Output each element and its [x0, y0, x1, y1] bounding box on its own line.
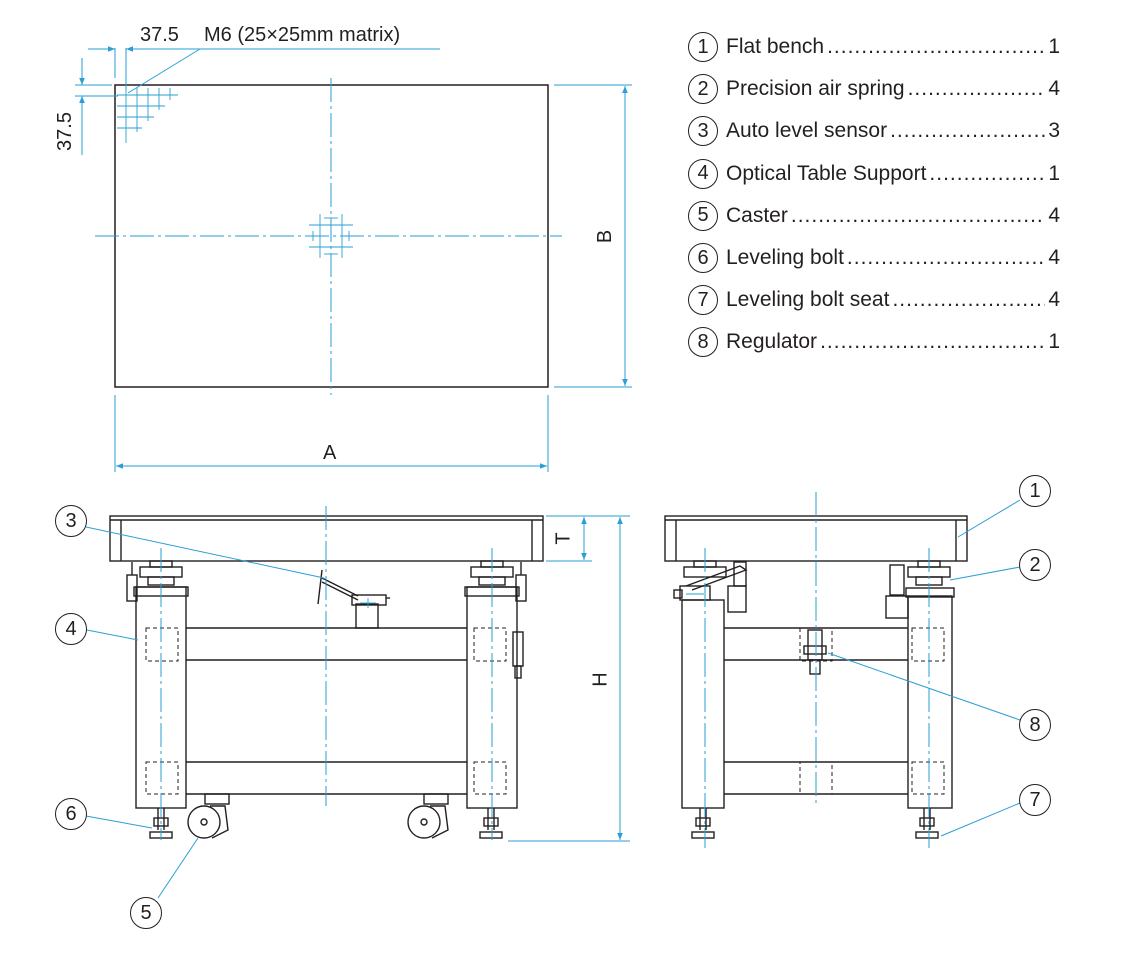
front-leaders — [85, 526, 325, 899]
part-name: Regulator — [726, 330, 818, 354]
parts-list-item: 8 Regulator ............................… — [688, 321, 1060, 363]
part-name: Auto level sensor — [726, 119, 888, 143]
part-number: 7 — [688, 285, 718, 316]
parts-list-item: 1 Flat bench ...........................… — [688, 26, 1060, 68]
part-quantity: 3 — [1048, 119, 1060, 143]
leader-dots: ........................................… — [827, 35, 1046, 59]
part-name: Optical Table Support — [726, 161, 927, 185]
dim-h-label: H — [589, 672, 612, 687]
hole-offset-y-label: 37.5 — [53, 112, 76, 151]
center-hole-pattern — [309, 214, 353, 258]
leader-dots: ........................................… — [790, 203, 1045, 227]
top-view — [75, 46, 632, 472]
parts-list-item: 2 Precision air spring .................… — [688, 68, 1060, 110]
dim-t-and-h — [508, 515, 630, 842]
front-view-centerlines — [160, 506, 493, 840]
leader-dots: ........................................… — [820, 330, 1046, 354]
hole-note-label: M6 (25×25mm matrix) — [204, 24, 401, 46]
leader-dots: ........................................… — [907, 77, 1046, 101]
part-number: 2 — [688, 74, 718, 105]
dim-b-label: B — [594, 229, 617, 244]
parts-list-item: 5 Caster ...............................… — [688, 195, 1060, 237]
part-name: Leveling bolt seat — [726, 288, 890, 312]
side-view-centerlines — [704, 492, 930, 848]
part-quantity: 4 — [1048, 203, 1060, 227]
callout-side-spring: 2 — [1019, 549, 1051, 581]
offset-dim-vertical — [75, 58, 118, 155]
part-quantity: 4 — [1048, 77, 1060, 101]
parts-list-item: 6 Leveling bolt ........................… — [688, 237, 1060, 279]
part-quantity: 1 — [1048, 330, 1060, 354]
part-number: 1 — [688, 32, 718, 63]
dim-t-label: T — [552, 532, 575, 545]
part-name: Caster — [726, 203, 788, 227]
part-number: 8 — [688, 327, 718, 358]
callout-front-support: 4 — [55, 613, 87, 645]
callout-side-bench: 1 — [1019, 475, 1051, 507]
leader-dots: ........................................… — [892, 288, 1045, 312]
part-name: Leveling bolt — [726, 246, 844, 270]
side-leg-left — [681, 599, 725, 809]
dim-b — [554, 84, 632, 388]
leader-dots: ........................................… — [890, 119, 1045, 143]
parts-list-item: 7 Leveling bolt seat ...................… — [688, 279, 1060, 321]
front-sensor-detail — [360, 598, 376, 608]
side-leaders — [827, 499, 1021, 837]
callout-front-bolt: 6 — [55, 798, 87, 830]
leader-dots: ........................................… — [929, 161, 1046, 185]
callout-front-sensor: 3 — [55, 505, 87, 537]
part-quantity: 1 — [1048, 35, 1060, 59]
offset-dim-horizontal — [88, 46, 440, 94]
leader-dots: ........................................… — [846, 246, 1046, 270]
part-number: 3 — [688, 116, 718, 147]
part-number: 5 — [688, 200, 718, 231]
callout-side-bolt-seat: 7 — [1019, 784, 1051, 816]
part-name: Flat bench — [726, 35, 825, 59]
hole-offset-x-label: 37.5 — [140, 24, 179, 46]
part-number: 6 — [688, 243, 718, 274]
dim-a-label: A — [323, 442, 337, 464]
part-quantity: 4 — [1048, 288, 1060, 312]
corner-hole-pattern — [117, 88, 178, 143]
part-number: 4 — [688, 158, 718, 189]
parts-list-item: 3 Auto level sensor ....................… — [688, 110, 1060, 152]
parts-list: 1 Flat bench ...........................… — [688, 26, 1060, 364]
part-name: Precision air spring — [726, 77, 905, 101]
dim-a — [114, 395, 549, 472]
part-quantity: 1 — [1048, 161, 1060, 185]
parts-list-item: 4 Optical Table Support ................… — [688, 153, 1060, 195]
callout-side-regulator: 8 — [1019, 709, 1051, 741]
callout-front-caster: 5 — [130, 897, 162, 929]
part-quantity: 4 — [1048, 246, 1060, 270]
